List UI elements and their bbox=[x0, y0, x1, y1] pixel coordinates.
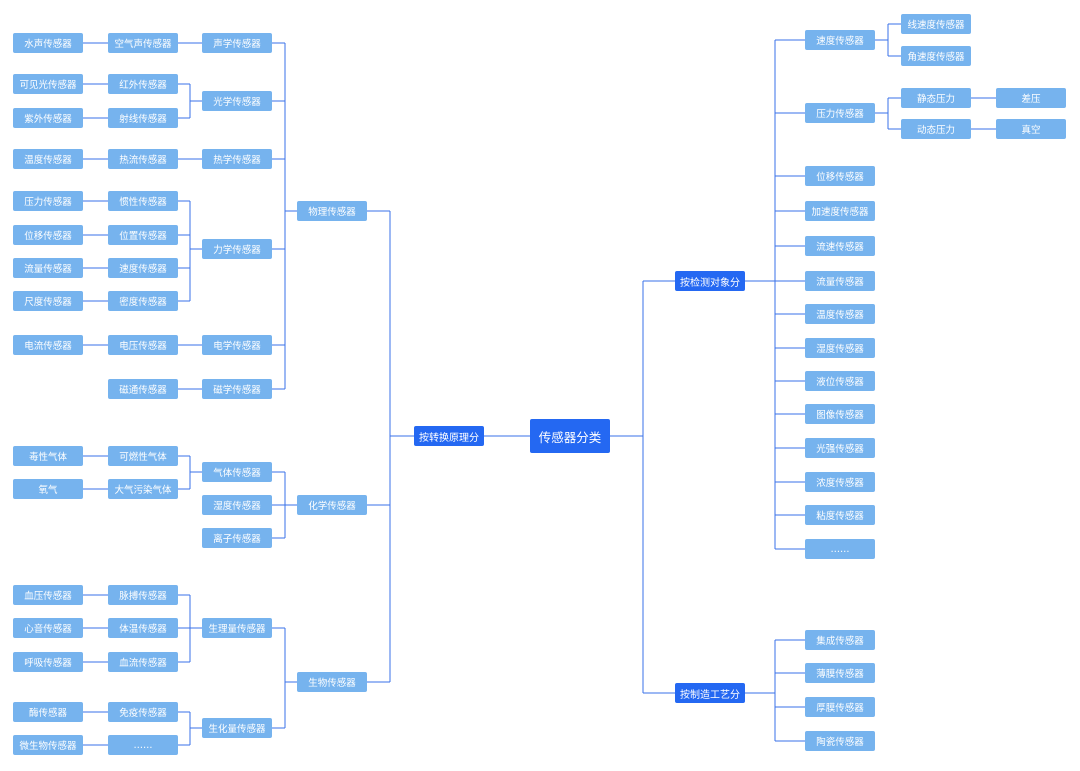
node[interactable]: …… bbox=[108, 735, 178, 755]
node[interactable]: 湿度传感器 bbox=[805, 338, 875, 358]
node[interactable]: 角速度传感器 bbox=[901, 46, 971, 66]
node[interactable]: 位移传感器 bbox=[13, 225, 83, 245]
node[interactable]: 生化量传感器 bbox=[202, 718, 272, 738]
node[interactable]: 电学传感器 bbox=[202, 335, 272, 355]
node[interactable]: 密度传感器 bbox=[108, 291, 178, 311]
node[interactable]: 心音传感器 bbox=[13, 618, 83, 638]
node[interactable]: 免疫传感器 bbox=[108, 702, 178, 722]
node[interactable]: 温度传感器 bbox=[13, 149, 83, 169]
node[interactable]: 流量传感器 bbox=[805, 271, 875, 291]
node[interactable]: 液位传感器 bbox=[805, 371, 875, 391]
node[interactable]: 流量传感器 bbox=[13, 258, 83, 278]
node[interactable]: 离子传感器 bbox=[202, 528, 272, 548]
node[interactable]: 气体传感器 bbox=[202, 462, 272, 482]
node[interactable]: 按制造工艺分 bbox=[675, 683, 745, 703]
node[interactable]: 动态压力 bbox=[901, 119, 971, 139]
node[interactable]: 生物传感器 bbox=[297, 672, 367, 692]
node[interactable]: 磁通传感器 bbox=[108, 379, 178, 399]
node[interactable]: 电压传感器 bbox=[108, 335, 178, 355]
node[interactable]: 陶瓷传感器 bbox=[805, 731, 875, 751]
node[interactable]: 微生物传感器 bbox=[13, 735, 83, 755]
node[interactable]: 按转换原理分 bbox=[414, 426, 484, 446]
node[interactable]: 速度传感器 bbox=[805, 30, 875, 50]
node[interactable]: 热流传感器 bbox=[108, 149, 178, 169]
node[interactable]: 差压 bbox=[996, 88, 1066, 108]
node[interactable]: 粘度传感器 bbox=[805, 505, 875, 525]
node[interactable]: 按检测对象分 bbox=[675, 271, 745, 291]
node[interactable]: 流速传感器 bbox=[805, 236, 875, 256]
node[interactable]: 位置传感器 bbox=[108, 225, 178, 245]
node[interactable]: 毒性气体 bbox=[13, 446, 83, 466]
node[interactable]: 紫外传感器 bbox=[13, 108, 83, 128]
node[interactable]: 水声传感器 bbox=[13, 33, 83, 53]
node[interactable]: 物理传感器 bbox=[297, 201, 367, 221]
node[interactable]: 速度传感器 bbox=[108, 258, 178, 278]
node[interactable]: 位移传感器 bbox=[805, 166, 875, 186]
node[interactable]: 磁学传感器 bbox=[202, 379, 272, 399]
node[interactable]: 声学传感器 bbox=[202, 33, 272, 53]
node[interactable]: 可见光传感器 bbox=[13, 74, 83, 94]
node[interactable]: 压力传感器 bbox=[13, 191, 83, 211]
node[interactable]: 压力传感器 bbox=[805, 103, 875, 123]
node[interactable]: 脉搏传感器 bbox=[108, 585, 178, 605]
node[interactable]: 红外传感器 bbox=[108, 74, 178, 94]
node[interactable]: 浓度传感器 bbox=[805, 472, 875, 492]
node[interactable]: 呼吸传感器 bbox=[13, 652, 83, 672]
node[interactable]: 温度传感器 bbox=[805, 304, 875, 324]
node[interactable]: 光强传感器 bbox=[805, 438, 875, 458]
node[interactable]: 厚膜传感器 bbox=[805, 697, 875, 717]
node[interactable]: 体温传感器 bbox=[108, 618, 178, 638]
node[interactable]: 真空 bbox=[996, 119, 1066, 139]
node[interactable]: 化学传感器 bbox=[297, 495, 367, 515]
node[interactable]: 薄膜传感器 bbox=[805, 663, 875, 683]
node[interactable]: 惯性传感器 bbox=[108, 191, 178, 211]
node[interactable]: 热学传感器 bbox=[202, 149, 272, 169]
node[interactable]: 加速度传感器 bbox=[805, 201, 875, 221]
node[interactable]: 线速度传感器 bbox=[901, 14, 971, 34]
node[interactable]: 集成传感器 bbox=[805, 630, 875, 650]
node[interactable]: 大气污染气体 bbox=[108, 479, 178, 499]
node[interactable]: 传感器分类 bbox=[530, 419, 610, 453]
node[interactable]: 湿度传感器 bbox=[202, 495, 272, 515]
node[interactable]: 力学传感器 bbox=[202, 239, 272, 259]
node[interactable]: 射线传感器 bbox=[108, 108, 178, 128]
node[interactable]: …… bbox=[805, 539, 875, 559]
node[interactable]: 光学传感器 bbox=[202, 91, 272, 111]
node[interactable]: 图像传感器 bbox=[805, 404, 875, 424]
node[interactable]: 静态压力 bbox=[901, 88, 971, 108]
node[interactable]: 血流传感器 bbox=[108, 652, 178, 672]
node[interactable]: 空气声传感器 bbox=[108, 33, 178, 53]
node[interactable]: 尺度传感器 bbox=[13, 291, 83, 311]
node[interactable]: 可燃性气体 bbox=[108, 446, 178, 466]
node[interactable]: 氧气 bbox=[13, 479, 83, 499]
node[interactable]: 酶传感器 bbox=[13, 702, 83, 722]
node[interactable]: 生理量传感器 bbox=[202, 618, 272, 638]
node[interactable]: 血压传感器 bbox=[13, 585, 83, 605]
node[interactable]: 电流传感器 bbox=[13, 335, 83, 355]
